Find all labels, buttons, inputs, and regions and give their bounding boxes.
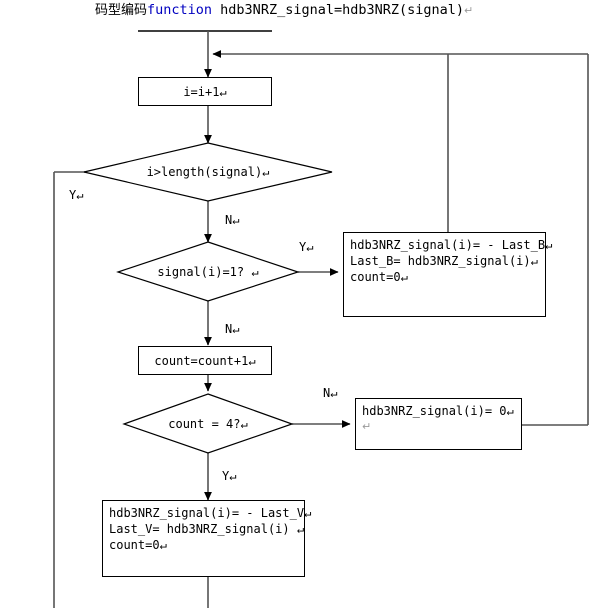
title-cjk-prefix: 码型编码 <box>95 3 148 18</box>
branch-label-count-yes: Y↵ <box>222 469 237 483</box>
process-increment-label: i=i+1↵ <box>183 84 227 99</box>
process-set-last-b[interactable]: hdb3NRZ_signal(i)= - Last_B↵ Last_B= hdb… <box>343 232 553 317</box>
decision-count-shape <box>122 393 294 454</box>
title-pilcrow: ↵ <box>464 4 474 17</box>
decision-length-shape <box>83 142 333 202</box>
decision-length-label: i>length(signal)↵ <box>146 165 270 179</box>
branch-label-signal-no: N↵ <box>225 322 240 336</box>
page-title: 码型编码function hdb3NRZ_signal=hdb3NRZ(sign… <box>95 2 473 19</box>
process-set-zero-line2: ↵ <box>362 420 372 433</box>
process-count-increment[interactable]: count=count+1↵ <box>138 346 272 375</box>
process-set-last-v-line3: count=0↵ <box>109 538 167 552</box>
process-set-zero-line1: hdb3NRZ_signal(i)= 0↵ <box>362 404 514 418</box>
process-set-last-v-line1: hdb3NRZ_signal(i)= - Last_V↵ <box>109 506 312 520</box>
branch-label-count-no: N↵ <box>323 386 338 400</box>
process-count-increment-label: count=count+1↵ <box>154 353 256 368</box>
branch-label-length-no: N↵ <box>225 213 240 227</box>
decision-count-label: count = 4?↵ <box>168 417 248 431</box>
process-set-last-b-line1: hdb3NRZ_signal(i)= - Last_B↵ <box>350 238 553 252</box>
decision-signal-shape <box>116 241 300 302</box>
process-set-last-b-line2: Last_B= hdb3NRZ_signal(i)↵ <box>350 254 538 268</box>
process-set-zero[interactable]: hdb3NRZ_signal(i)= 0↵ ↵ <box>355 398 522 450</box>
process-increment[interactable]: i=i+1↵ <box>138 77 272 106</box>
decision-signal-label: signal(i)=1? ↵ <box>157 265 259 279</box>
title-signature: hdb3NRZ_signal=hdb3NRZ(signal) <box>212 2 465 18</box>
branch-label-signal-yes: Y↵ <box>299 240 314 254</box>
process-set-last-v[interactable]: hdb3NRZ_signal(i)= - Last_V↵ Last_V= hdb… <box>102 500 312 577</box>
process-set-last-b-line3: count=0↵ <box>350 270 408 284</box>
title-keyword: function <box>147 2 213 18</box>
process-set-last-v-line2: Last_V= hdb3NRZ_signal(i) ↵ <box>109 522 305 536</box>
branch-label-length-yes: Y↵ <box>69 188 84 202</box>
